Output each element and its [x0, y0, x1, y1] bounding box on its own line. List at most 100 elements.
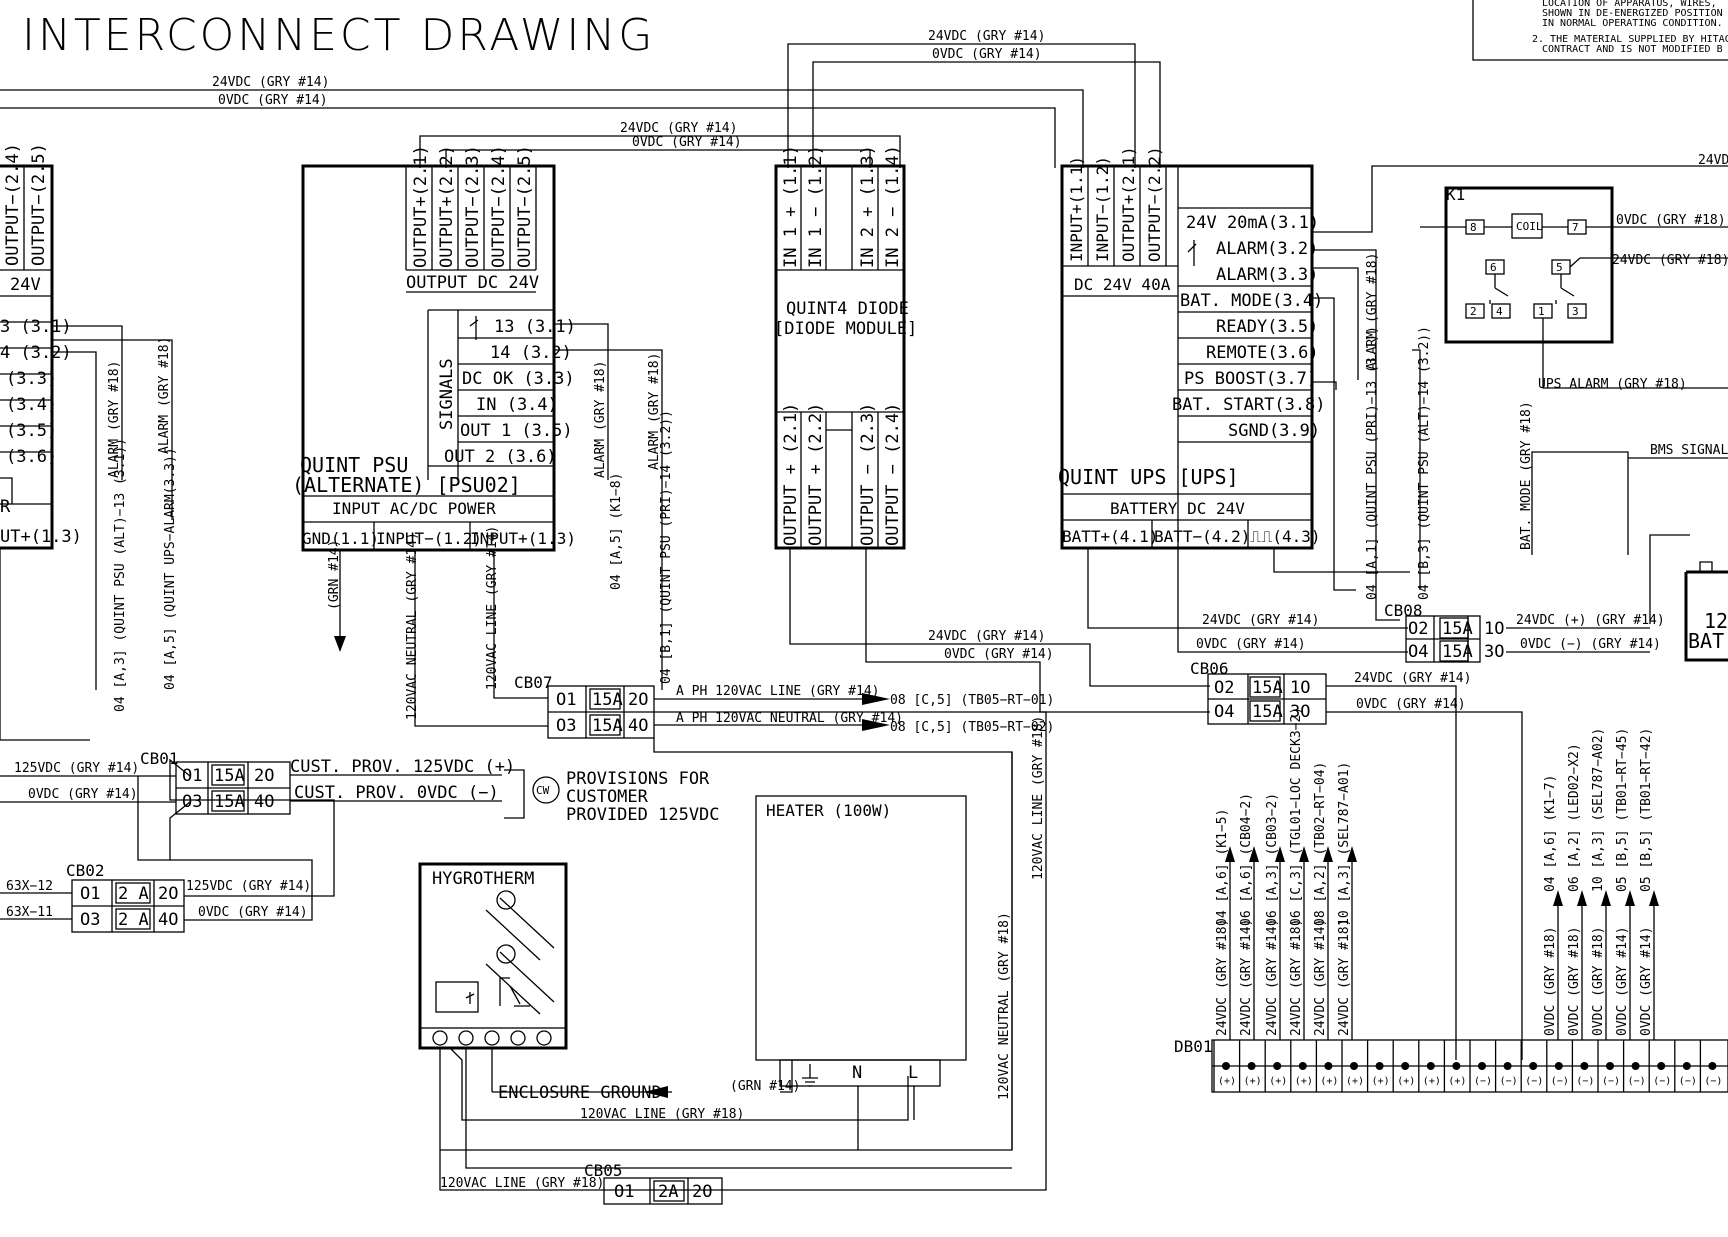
- wire-label-grn: (GRN #14): [327, 540, 342, 610]
- cb02-pin: O1: [80, 884, 100, 904]
- breaker-cb02: CB02 2 A 2 A O1 2O O3 4O 63X−12 63X−11 1…: [0, 861, 311, 933]
- ups-signal: PS BOOST(3.7): [1184, 369, 1317, 389]
- ups-batt: BATT+(4.1): [1062, 527, 1158, 546]
- db01-terminal-positive: (+): [1264, 1040, 1287, 1092]
- db01-ref-label: 06 [C,3] (TGL01−LOC DECK3−2): [1289, 707, 1304, 926]
- db01-terminal-positive: (+): [1315, 1040, 1338, 1092]
- notes-block: LOCATION OF APPARATUS, WIRES, SHOWN IN D…: [1472, 0, 1728, 61]
- db01-terminal-positive: (+): [1392, 1040, 1415, 1092]
- psu02-tag: (ALTERNATE) [PSU02]: [292, 473, 521, 497]
- wire-label-alarm: ALARM (GRY #18): [107, 361, 122, 478]
- db01-positive-lead: 06 [A,6] (CB04−2)24VDC (GRY #14): [1239, 793, 1259, 1040]
- breaker-cb07: CB07 15A 15A O1 2O O3 4O A PH 120VAC LIN…: [440, 673, 1054, 1191]
- wire-label-0vdc: 0VDC (GRY #14): [932, 47, 1042, 62]
- diode-input: IN 1 + (1.1): [781, 145, 801, 268]
- ref-tb05-01: 08 [C,5] (TB05−RT−01): [890, 693, 1054, 708]
- db01-terminal-negative: (−): [1571, 1040, 1594, 1092]
- ups-battery-label: BATTERY DC 24V: [1110, 499, 1245, 518]
- wire-label-0vdc: 0VDC (GRY #14): [28, 787, 138, 802]
- db01-ref-label: 06 [A,3] (CB03−2): [1265, 793, 1280, 926]
- diode-name: QUINT4 DIODE: [786, 299, 909, 319]
- cb07-pin: O1: [556, 690, 576, 710]
- db01-positive-lead: 10 [A,3] (SEL787−A01)24VDC (GRY #18): [1337, 762, 1357, 1040]
- wire-label-24vdc: 24VDC (GRY #14): [1354, 671, 1471, 686]
- ups-signal: REMOTE(3.6): [1206, 343, 1319, 363]
- ups-signal: BAT. MODE(3.4): [1180, 291, 1323, 311]
- svg-text:(+): (+): [1295, 1076, 1313, 1087]
- db01-wire-label: 0VDC (GRY #18): [1591, 926, 1606, 1036]
- psu-left-signal: 4 (3.2): [0, 343, 72, 363]
- ups-name: QUINT UPS [UPS]: [1058, 465, 1239, 489]
- ups-module: INPUT+(1.1) INPUT−(1.2) OUTPUT+(2.1) OUT…: [1058, 146, 1629, 653]
- db01-ref-label: 05 [B,5] (TB01−RT−45): [1615, 728, 1630, 892]
- wire-label-125vdc: 125VDC (GRY #14): [186, 879, 311, 894]
- wire-label-24vdc: 24VDC (GRY #14): [212, 75, 329, 90]
- cb07-pin: O3: [556, 716, 576, 736]
- cb02-pin: 4O: [158, 910, 178, 930]
- k1-pin: 6: [1490, 261, 1497, 274]
- psu02-signals-label: SIGNALS: [437, 358, 457, 430]
- db01-ref-label: 06 [A,2] (LED02−X2): [1567, 743, 1582, 892]
- ups-signal: SGND(3.9): [1228, 421, 1320, 441]
- svg-text:(+): (+): [1372, 1076, 1390, 1087]
- cb06-pin: 1O: [1290, 678, 1310, 698]
- ups-signal: ALARM(3.2): [1216, 239, 1318, 259]
- note-line-4: 2. THE MATERIAL SUPPLIED BY HITAC: [1532, 34, 1728, 45]
- battery-partial: 12 BAT: [1649, 534, 1728, 662]
- db01-ref-label: 04 [A,6] (K1−7): [1543, 775, 1558, 892]
- db01-ref-label: 06 [A,6] (CB04−2): [1239, 793, 1254, 926]
- battery-label: BAT: [1688, 629, 1724, 653]
- db01-terminal-negative: (−): [1546, 1040, 1569, 1092]
- db01-terminal-cells: (+)(+)(+)(+)(+)(+)(+)(+)(+)(+)(−)(−)(−)(…: [1213, 1040, 1722, 1092]
- cb07-pin: 4O: [628, 716, 648, 736]
- svg-text:(−): (−): [1653, 1076, 1671, 1087]
- wire-label-bat-mode: BAT. MODE (GRY #18): [1519, 401, 1534, 550]
- svg-text:(+): (+): [1397, 1076, 1415, 1087]
- wire-label-line: 120VAC LINE (GRY #14): [485, 526, 500, 690]
- db01-positive-lead: 04 [A,6] (K1−5)24VDC (GRY #18): [1215, 809, 1235, 1040]
- wire-label-24vdc: 24VDC (GRY #14): [620, 121, 737, 136]
- ups-signal: 24V 20mA(3.1): [1186, 213, 1319, 233]
- cb07-name: CB07: [514, 673, 553, 692]
- wire-label-neutral: 120VAC NEUTRAL (GRY #14): [405, 532, 420, 720]
- wire-label-aph-line: A PH 120VAC LINE (GRY #14): [676, 684, 880, 699]
- db01-distribution-block: DB01 (+)(+)(+)(+)(+)(+)(+)(+)(+)(+)(−)(−…: [1174, 707, 1728, 1093]
- breaker-cb05: CB05 2A O1 2O: [584, 1161, 723, 1205]
- k1-pin: 4: [1496, 305, 1503, 318]
- cb05-pin: O1: [614, 1182, 634, 1202]
- svg-text:(+): (+): [1423, 1076, 1441, 1087]
- db01-negative-lead: 06 [A,2] (LED02−X2)0VDC (GRY #18): [1567, 743, 1587, 1040]
- psu02-module: OUTPUT+(2.1) OUTPUT+(2.2) OUTPUT−(2.3) O…: [292, 145, 674, 727]
- cb01-rating: 15A: [214, 792, 245, 812]
- wire-label-alarm: ALARM (GRY #18): [593, 361, 608, 478]
- db01-negative-lead: 05 [B,5] (TB01−RT−42)0VDC (GRY #14): [1639, 728, 1659, 1040]
- ups-terminal: OUTPUT−(2.2): [1145, 146, 1164, 262]
- battery-label: 12: [1704, 609, 1728, 633]
- db01-wire-label: 24VDC (GRY #14): [1313, 919, 1328, 1036]
- cb02-rating: 2 A: [118, 910, 149, 930]
- wire-label-0vdc: 0VDC (GRY #14): [198, 905, 308, 920]
- k1-relay: K1 8 COIL 7 6 5 2 4 1 3 0VDC (GRY #18) 2…: [1420, 185, 1728, 459]
- ups-signal: ALARM(3.3): [1216, 265, 1318, 285]
- top-bus-wires: 24VDC (GRY #14) 0VDC (GRY #14) 24VDC (GR…: [0, 29, 1728, 233]
- ups-signal: READY(3.5): [1216, 317, 1318, 337]
- ref-psu-alt-13: 04 [A,3] (QUINT PSU (ALT)−13 (3.1)): [113, 438, 128, 712]
- psu02-terminal: OUTPUT−(2.3): [463, 145, 483, 268]
- k1-pin: 7: [1572, 221, 1579, 234]
- svg-text:(+): (+): [1269, 1076, 1287, 1087]
- psu-left-signal: (3.5): [6, 421, 57, 441]
- db01-wire-label: 24VDC (GRY #18): [1337, 919, 1352, 1036]
- psu02-signal: IN (3.4): [476, 395, 558, 415]
- heater-n: N: [852, 1063, 862, 1083]
- db01-negative-lead: 05 [B,5] (TB01−RT−45)0VDC (GRY #14): [1615, 728, 1635, 1040]
- psu-left-terminal: OUTPUT−(2.4): [3, 143, 23, 266]
- ups-batt: BATT−(4.2): [1154, 527, 1250, 546]
- psu02-terminal: OUTPUT−(2.5): [515, 145, 535, 268]
- psu02-terminal: OUTPUT−(2.4): [489, 145, 509, 268]
- psu02-signal: 14 (3.2): [490, 343, 572, 363]
- provisions-line: PROVISIONS FOR: [566, 769, 710, 789]
- cb08-pin: O2: [1408, 619, 1428, 639]
- db01-terminal-positive: (+): [1418, 1040, 1441, 1092]
